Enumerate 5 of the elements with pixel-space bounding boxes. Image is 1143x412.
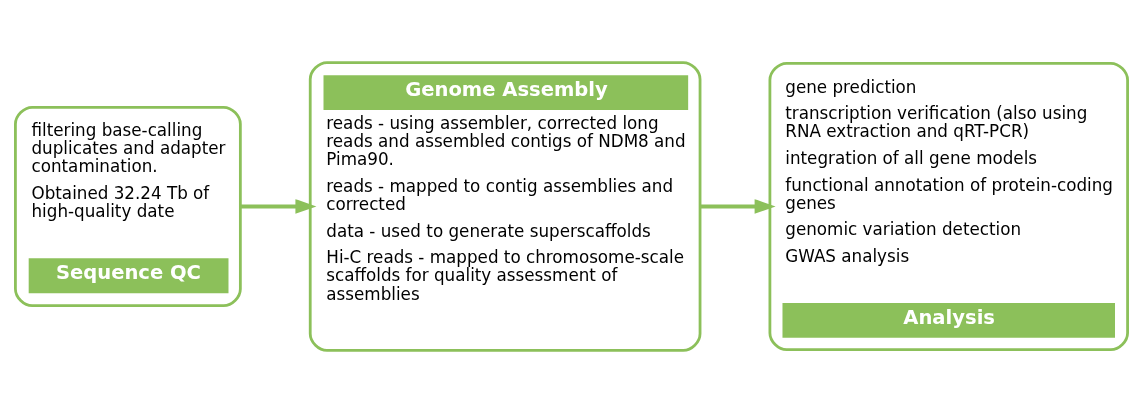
arrow <box>240 198 317 214</box>
node-box: Genome Assembly reads - using assembler, corrected long reads and assembled contigs of NDM8 and Pima90. reads - mapped to contig assemblies and corrected data - used to generate superscaffolds Hi-C reads - mapped to chromosome-scale scaffolds for quality assessment of assemblies <box>308 60 702 352</box>
node-box: filtering base-calling duplicates and adapter contamination. Obtained 32.24 Tb of high-quality date Sequence QC <box>14 105 242 307</box>
node-box: gene prediction transcription verification (also using RNA extraction and qRT-PCR) integration of all gene models functional annotation of protein-coding genes genomic variation detection GWAS analysis Analysis <box>768 61 1129 351</box>
arrow <box>700 198 776 214</box>
